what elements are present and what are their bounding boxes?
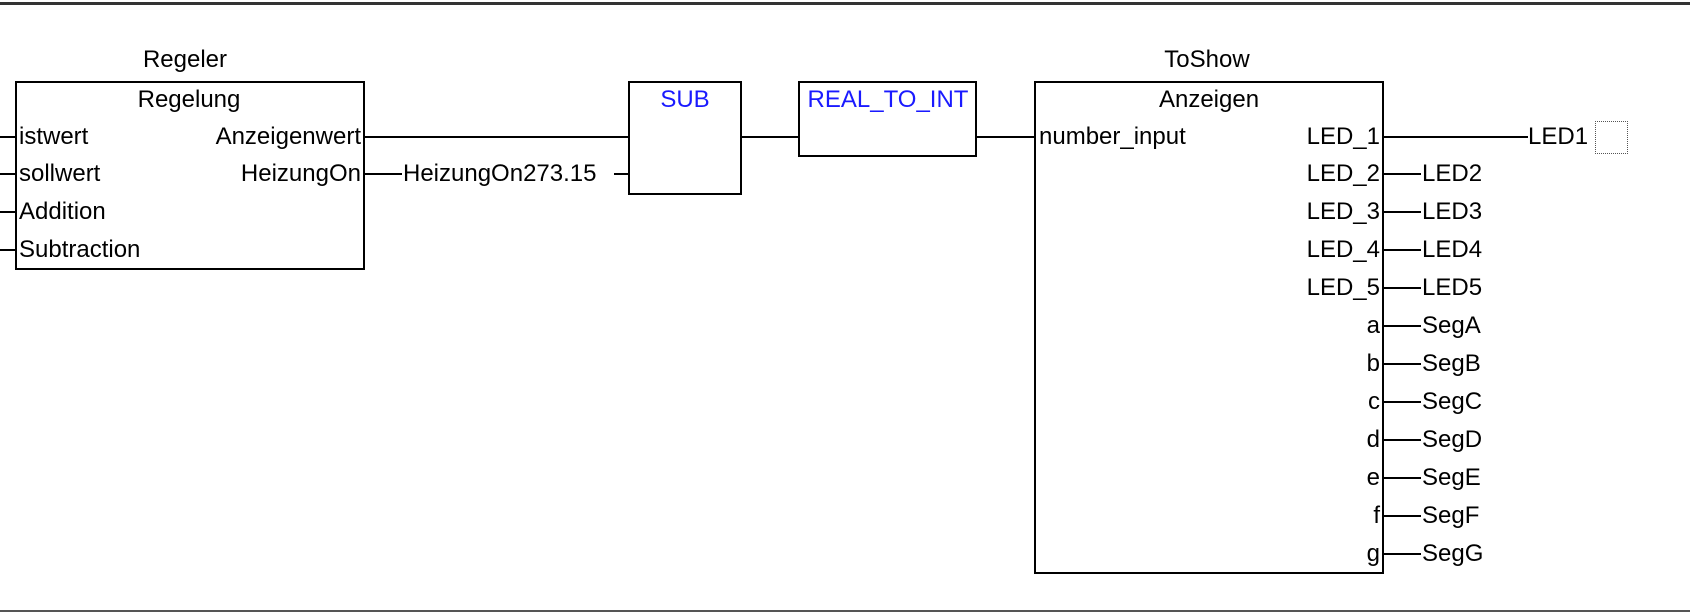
- output-var-led4[interactable]: LED4: [1422, 236, 1483, 263]
- regeler-type-label: Regelung: [137, 86, 241, 113]
- sub-block[interactable]: [628, 81, 742, 195]
- toshow-output-led-4[interactable]: LED_4: [1306, 236, 1380, 263]
- wire-segc[interactable]: [1383, 401, 1421, 403]
- toshow-input-number-input[interactable]: number_input: [1039, 123, 1186, 150]
- wire-segb[interactable]: [1383, 363, 1421, 365]
- wire-heizungon: [364, 173, 402, 175]
- wire-led5[interactable]: [1383, 287, 1421, 289]
- output-var-sege[interactable]: SegE: [1422, 464, 1481, 491]
- input-stub: [0, 173, 16, 175]
- toshow-block[interactable]: [1034, 81, 1384, 574]
- bottom-border: [0, 610, 1690, 612]
- input-stub: [0, 136, 16, 138]
- output-var-segc[interactable]: SegC: [1422, 388, 1483, 415]
- wire-sub-realtoint[interactable]: [741, 136, 799, 138]
- toshow-instance-name[interactable]: ToShow: [1164, 46, 1250, 73]
- wire-led3[interactable]: [1383, 211, 1421, 213]
- output-var-led5[interactable]: LED5: [1422, 274, 1483, 301]
- real-to-int-type-label: REAL_TO_INT: [807, 86, 969, 113]
- output-var-sega[interactable]: SegA: [1422, 312, 1481, 339]
- regeler-input-istwert[interactable]: istwert: [19, 123, 89, 150]
- wire-led2[interactable]: [1383, 173, 1421, 175]
- toshow-output-d[interactable]: d: [1366, 426, 1380, 453]
- output-var-led2[interactable]: LED2: [1422, 160, 1483, 187]
- toshow-output-e[interactable]: e: [1366, 464, 1380, 491]
- sub-input-constant[interactable]: HeizungOn273.15: [403, 160, 597, 187]
- regeler-input-sollwert[interactable]: sollwert: [19, 160, 101, 187]
- output-var-segd[interactable]: SegD: [1422, 426, 1483, 453]
- toshow-output-g[interactable]: g: [1366, 540, 1380, 567]
- wire-led4[interactable]: [1383, 249, 1421, 251]
- top-border: [0, 2, 1690, 5]
- toshow-output-led-2[interactable]: LED_2: [1306, 160, 1380, 187]
- wire-segd[interactable]: [1383, 439, 1421, 441]
- wire-led1[interactable]: [1383, 136, 1528, 138]
- output-var-segf[interactable]: SegF: [1422, 502, 1480, 529]
- output-var-led3[interactable]: LED3: [1422, 198, 1483, 225]
- regeler-block[interactable]: [15, 81, 365, 270]
- toshow-output-led-1[interactable]: LED_1: [1306, 123, 1380, 150]
- output-var-segb[interactable]: SegB: [1422, 350, 1481, 377]
- sub-type-label: SUB: [660, 86, 710, 113]
- toshow-output-f[interactable]: f: [1373, 502, 1380, 529]
- real-to-int-block[interactable]: [798, 81, 977, 157]
- regeler-instance-name[interactable]: Regeler: [142, 46, 228, 73]
- wire-sege[interactable]: [1383, 477, 1421, 479]
- toshow-output-a[interactable]: a: [1366, 312, 1380, 339]
- wire-anzeigenwert-sub[interactable]: [364, 136, 629, 138]
- regeler-output-heizungon[interactable]: HeizungOn: [240, 160, 361, 187]
- regeler-input-subtraction[interactable]: Subtraction: [19, 236, 141, 263]
- toshow-output-led-5[interactable]: LED_5: [1306, 274, 1380, 301]
- wire-sega[interactable]: [1383, 325, 1421, 327]
- wire-segf[interactable]: [1383, 515, 1421, 517]
- wire-constant-sub: [614, 173, 630, 175]
- output-placeholder-box[interactable]: [1595, 121, 1628, 154]
- toshow-output-c[interactable]: c: [1368, 388, 1380, 415]
- output-var-led1[interactable]: LED1: [1528, 123, 1589, 150]
- input-stub: [0, 211, 16, 213]
- toshow-output-led-3[interactable]: LED_3: [1306, 198, 1380, 225]
- toshow-output-b[interactable]: b: [1366, 350, 1380, 377]
- output-var-segg[interactable]: SegG: [1422, 540, 1484, 567]
- input-stub: [0, 249, 16, 251]
- wire-realtoint-toshow[interactable]: [976, 136, 1035, 138]
- regeler-output-anzeigenwert[interactable]: Anzeigenwert: [215, 123, 361, 150]
- regeler-input-addition[interactable]: Addition: [19, 198, 106, 225]
- toshow-type-label: Anzeigen: [1158, 86, 1260, 113]
- wire-segg[interactable]: [1383, 553, 1421, 555]
